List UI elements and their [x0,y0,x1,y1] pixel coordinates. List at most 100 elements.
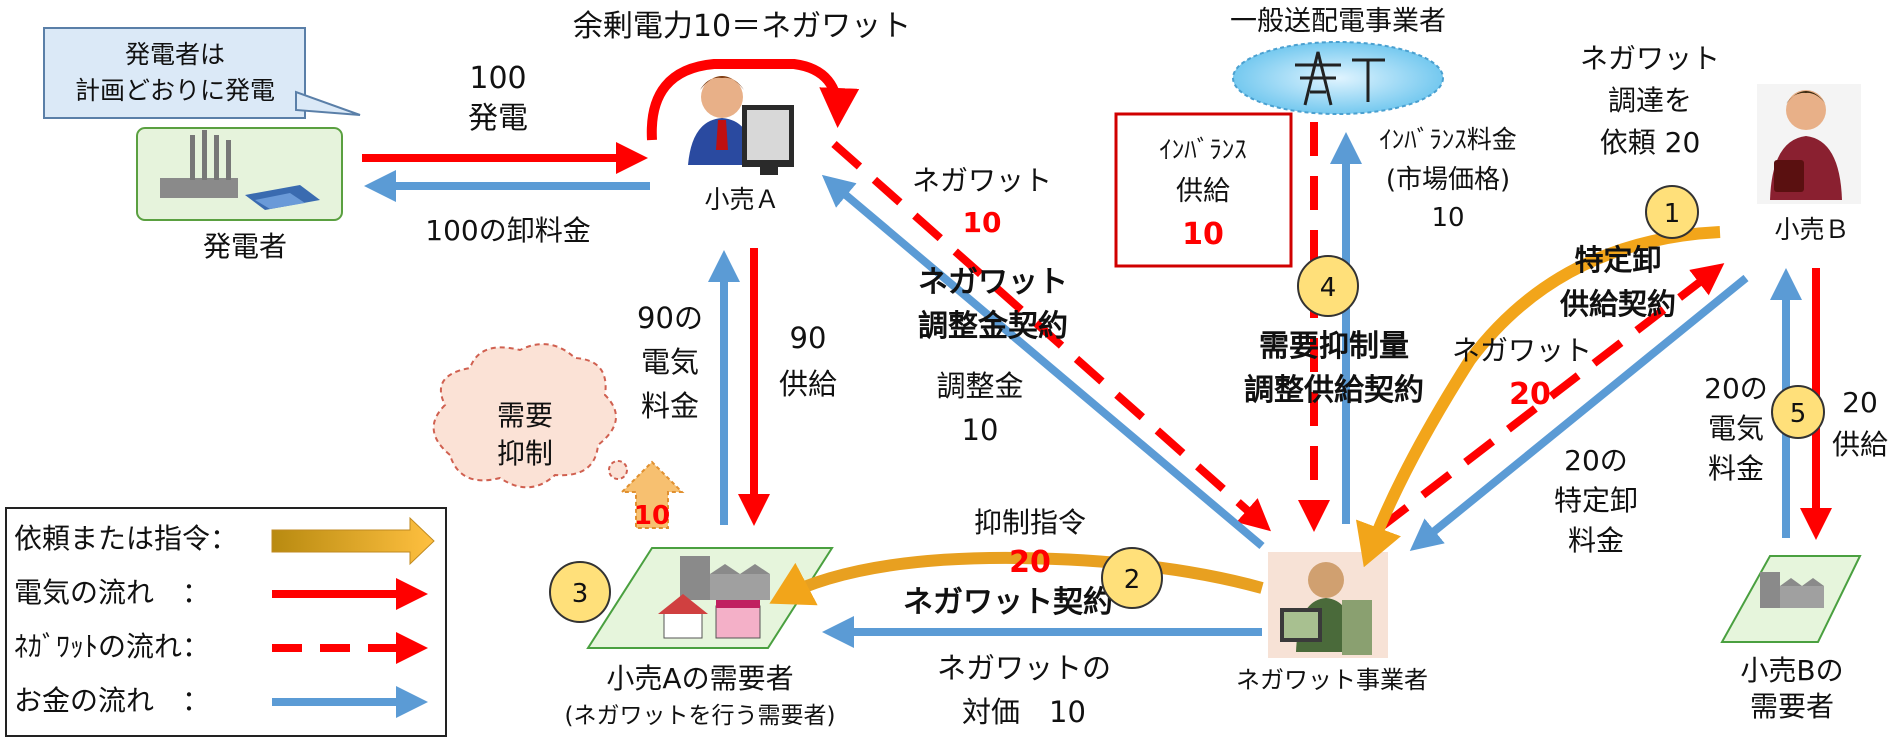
procure-l3: 依頼 20 [1600,126,1701,159]
tso-node: 一般送配電事業者 [1230,6,1446,115]
imbalance-box: ｲﾝﾊﾞﾗﾝｽ 供給 10 [1114,112,1293,268]
badge-1-number: 1 [1664,199,1681,229]
elec-fee-90-l2: 電気 [641,345,699,379]
b-supply-l1: 20 [1842,386,1878,419]
legend-item-negawatt: ﾈｶﾞﾜｯﾄの流れ： [14,630,210,663]
pylon-icon [1295,51,1385,106]
imbalance-label-2: 供給 [1176,176,1230,207]
adj-fee-l2: 10 [962,413,999,447]
generator-node: 発電者 [136,127,343,263]
power-plant-tile [136,127,343,221]
reduction-value: 10 [634,501,670,531]
badge-2: 2 [1101,547,1163,609]
arrow-surplus-loop [646,59,860,141]
customer-a-sublabel: (ネガワットを行う需要者) [565,703,836,729]
imbalance-label-1: ｲﾝﾊﾞﾗﾝｽ [1159,135,1247,164]
negawatt-b-value: 20 [1509,377,1551,412]
payment-l1: ネガワットの [937,651,1111,685]
aggregator-computer-icon [1280,600,1372,655]
command-value: 20 [1009,545,1051,580]
specific-l1: 特定卸 [1574,243,1661,277]
badge-4: 4 [1297,255,1359,317]
retailer-b-person-icon [1770,90,1842,200]
arrow-specific-fee [1409,274,1749,552]
procure-l2: 調達を [1608,84,1692,117]
legend-item-electricity: 電気の流れ ： [14,576,210,609]
retailer-a-label: 小売Ａ [704,185,779,214]
badge-1: 1 [1645,185,1699,239]
retailer-a-person-icon [688,76,756,165]
factory-icon [680,556,770,600]
aggregator-node: ネガワット事業者 [1236,552,1428,694]
negawatt-a-value: 10 [963,206,1002,239]
b-supply-l2: 供給 [1832,428,1888,461]
elec-fee-90-l3: 料金 [641,389,699,423]
badge-3-number: 3 [572,579,589,609]
reduction-arrow: 10 [619,460,685,531]
badge-2-number: 2 [1124,565,1141,595]
command-label: 抑制指令 [974,506,1086,539]
retailer-b-label: 小売Ｂ [1774,215,1849,244]
arrow-negawatt-a [831,141,1271,532]
customer-b-label-2: 需要者 [1750,690,1834,723]
badge-4-number: 4 [1320,273,1337,303]
wholesale-fee-label: 100の卸料金 [425,214,590,247]
specific-fee-l2: 特定卸 [1554,484,1638,517]
legend-request-swatch [271,516,435,566]
arrow-procure-request [1355,226,1721,568]
demand-ctrl-l1: 需要抑制量 [1259,329,1409,364]
note-callout: 発電者は 計画どおりに発電 [43,27,361,119]
customer-a-label: 小売Aの需要者 [606,662,793,695]
arrow-negawatt-b [1377,263,1725,532]
retailer-a-node: 小売Ａ [688,76,794,214]
supply-90-l1: 90 [790,321,827,355]
note-line1: 発電者は [125,40,225,69]
negawatt-contract-label: ネガワット契約 [903,585,1113,620]
supply-90-l2: 供給 [779,367,837,401]
retailer-b-node: 小売Ｂ [1757,84,1861,244]
arrow-adjustment-fee [821,174,1265,550]
house-icon [658,594,708,639]
specific-fee-l3: 料金 [1568,524,1624,557]
generation-amount: 100 [469,61,526,96]
demand-reduction-cloud: 需要 抑制 [432,343,647,495]
imbalance-fee-l3: 10 [1431,203,1464,233]
note-line2: 計画どおりに発電 [75,76,275,105]
tso-sky [1232,41,1444,115]
customer-b-node: 小売Bの 需要者 [1720,555,1862,723]
legend-item-money: お金の流れ ： [14,684,210,717]
b-fee-l3: 料金 [1708,452,1764,485]
customer-b-label: 小売Bの [1740,654,1843,687]
shop-icon [715,600,761,639]
demand-ctrl-l2: 調整供給契約 [1244,373,1424,408]
imbalance-fee-l1: ｲﾝﾊﾞﾗﾝｽ料金 [1379,125,1517,154]
b-fee-l1: 20の [1704,372,1768,405]
specific-l2: 供給契約 [1559,287,1676,321]
specific-fee-l1: 20の [1564,444,1628,477]
negawatt-a-label: ネガワット [912,164,1052,197]
aggregator-label: ネガワット事業者 [1236,666,1428,694]
adj-contract-l2: 調整金契約 [918,309,1068,344]
badge-5: 5 [1771,385,1825,439]
adj-contract-l1: ネガワット [918,265,1068,300]
procure-l1: ネガワット [1580,42,1720,75]
badge-3: 3 [549,561,611,623]
imbalance-value: 10 [1182,217,1224,252]
imbalance-fee-l2: (市場価格) [1386,165,1510,195]
b-fee-l2: 電気 [1708,412,1764,445]
negawatt-b-label: ネガワット [1452,334,1592,367]
generation-label: 発電 [468,101,528,136]
customer-b-factory-icon [1760,572,1824,608]
adj-fee-l1: 調整金 [936,369,1023,403]
legend: 依頼または指令： 電気の流れ ： ﾈｶﾞﾜｯﾄの流れ： お金の流れ ： [5,507,447,737]
badge-5-number: 5 [1790,399,1807,429]
payment-l2: 対価 10 [962,695,1086,729]
cloud-label-1: 需要 [497,399,553,432]
cloud-label-2: 抑制 [497,437,553,470]
generator-label: 発電者 [203,230,287,263]
elec-fee-90-l1: 90の [637,301,703,335]
tso-label: 一般送配電事業者 [1230,6,1446,37]
legend-item-request: 依頼または指令： [14,522,238,555]
retailer-a-computer-icon [742,105,794,175]
surplus-label: 余剰電力10＝ネガワット [573,9,911,44]
